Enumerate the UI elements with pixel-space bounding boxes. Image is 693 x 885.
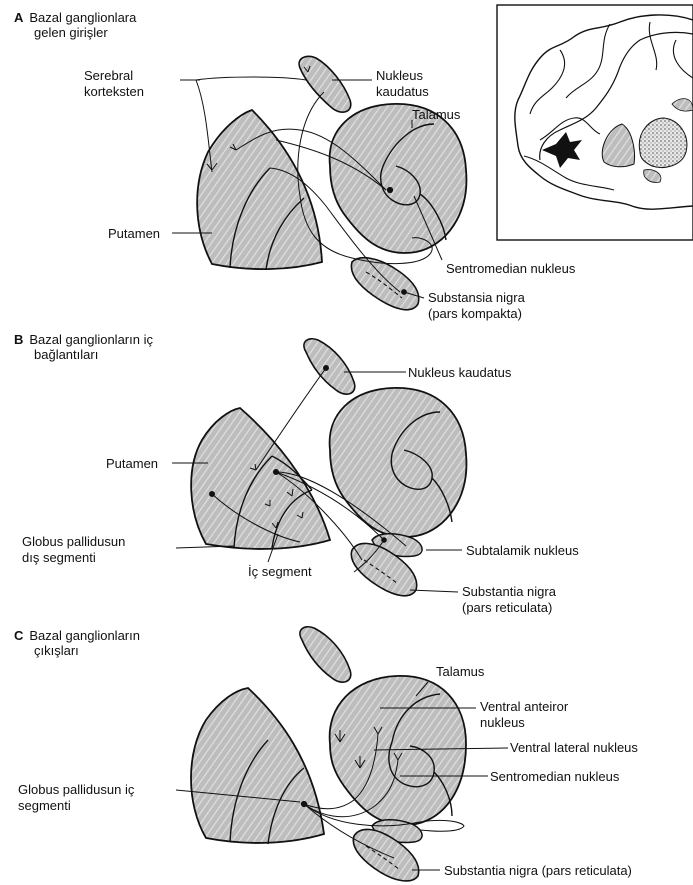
label-sentromedian-c: Sentromedian nukleus [490,769,619,784]
label-nukleus-kaudatus-a-line2: kaudatus [376,84,429,99]
caudate-nucleus-b [304,339,355,394]
label-ventral-lateral: Ventral lateral nukleus [510,740,638,755]
panel-b-letter: B [14,332,23,347]
panel-a-title-line1: Bazal ganglionlara [29,10,136,25]
label-globus-ic-line2: segmenti [18,798,71,813]
label-putamen-b: Putamen [106,456,158,471]
label-ventral-anterior-line2: nukleus [480,715,525,730]
panel-c-letter: C [14,628,23,643]
panel-a-letter: A [14,10,23,25]
label-talamus-a: Talamus [412,107,460,122]
label-nukleus-kaudatus-a-line1: Nukleus [376,68,423,83]
label-nukleus-kaudatus-b: Nukleus kaudatus [408,365,511,380]
label-putamen-a: Putamen [108,226,160,241]
label-ic-segment: İç segment [248,564,312,579]
putamen-c [191,688,324,844]
panel-a-diagram [172,5,693,310]
panel-b-title-line1: Bazal ganglionların iç [29,332,153,347]
panel-a-title: A Bazal ganglionlara gelen girişler [14,10,136,40]
brain-section-inset [497,5,693,240]
label-sentromedian-a: Sentromedian nukleus [446,261,575,276]
putamen-a [197,110,322,270]
label-substantia-nigra-b-line2: (pars reticulata) [462,600,552,615]
panel-c-title-line2: çıkışları [14,643,140,658]
label-serebral-line1: Serebral [84,68,133,83]
panel-b-title-line2: bağlantıları [14,347,153,362]
substantia-nigra-a [351,258,418,310]
panel-b-title: B Bazal ganglionların iç bağlantıları [14,332,153,362]
caudate-nucleus-c [300,627,351,682]
panel-c-title: C Bazal ganglionların çıkışları [14,628,140,658]
label-substansia-nigra-a-line1: Substansia nigra [428,290,525,305]
label-globus-dis-line1: Globus pallidusun [22,534,125,549]
panel-a-title-line2: gelen girişler [14,25,136,40]
putamen-b [191,408,330,549]
thalamus-a [330,104,467,253]
label-globus-ic-line1: Globus pallidusun iç [18,782,134,797]
thalamus-b [330,388,467,537]
label-subtalamik: Subtalamik nukleus [466,543,579,558]
label-globus-dis-line2: dış segmenti [22,550,96,565]
caudate-nucleus-a [299,56,351,112]
label-serebral-line2: korteksten [84,84,144,99]
label-ventral-anterior-line1: Ventral anteiror [480,699,568,714]
label-talamus-c: Talamus [436,664,484,679]
panel-c-title-line1: Bazal ganglionların [29,628,140,643]
label-substantia-nigra-c: Substantia nigra (pars reticulata) [444,863,632,878]
label-substansia-nigra-a-line2: (pars kompakta) [428,306,522,321]
label-substantia-nigra-b-line1: Substantia nigra [462,584,556,599]
